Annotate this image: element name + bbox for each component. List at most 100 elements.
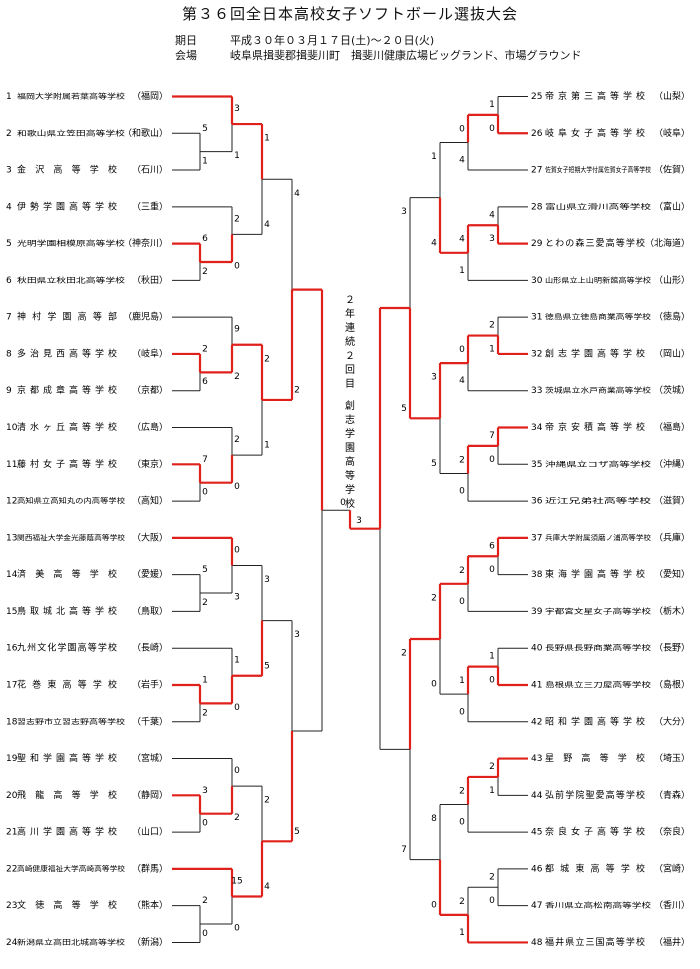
team-prefecture: （兵庫） (654, 531, 690, 543)
champion-note-char: 高 (345, 455, 355, 468)
score-label: 0 (234, 924, 240, 934)
champion-note-char: 続 (345, 335, 355, 348)
team-prefecture: （広島） (132, 421, 168, 433)
team-name: 創志学園高等学校 (545, 347, 645, 359)
champion-note-char: 年 (345, 307, 355, 320)
team-name: 高川学園高等学校 (17, 826, 117, 838)
score-label: 0 (459, 707, 465, 717)
score-label: 6 (489, 541, 495, 551)
score-label: 2 (202, 708, 208, 718)
score-label: 2 (202, 598, 208, 608)
score-label: 0 (489, 675, 495, 685)
team-name: 昭和学園高等学校 (545, 715, 645, 727)
team-prefecture: （長野） (654, 643, 690, 654)
team-prefecture: （山梨） (654, 90, 690, 102)
team-prefecture: （福島） (654, 421, 690, 433)
team-number: 29 (531, 239, 543, 249)
score-label: 7 (401, 845, 407, 855)
team-prefecture: （島根） (654, 678, 690, 690)
team-number: 23 (6, 901, 17, 911)
team-prefecture: （静岡） (132, 789, 168, 801)
score-label: 1 (459, 676, 465, 686)
team-prefecture: （石川） (132, 165, 168, 176)
champion-note-char: 志 (345, 413, 355, 426)
score-label: 3 (264, 575, 270, 585)
score-label: 4 (459, 235, 465, 245)
team-number: 43 (531, 754, 542, 764)
period-value: 平成３０年０３月１７日(土)～２０日(火) (230, 34, 435, 47)
score-label: 0 (459, 818, 465, 828)
team-prefecture: （茨城） (654, 384, 690, 396)
score-label: 4 (264, 220, 270, 230)
score-label: 5 (202, 565, 208, 575)
champion-note-char: 校 (345, 497, 355, 510)
score-label: 0 (459, 597, 465, 607)
team-number: 21 (6, 828, 17, 838)
team-prefecture: （秋田） (132, 274, 168, 286)
team-prefecture: （高知） (132, 495, 168, 507)
team-name: 宇都宮文星女子高等学校 (545, 606, 651, 615)
score-label: 2 (401, 649, 407, 659)
score-label: 4 (489, 210, 495, 220)
team-number: 11 (6, 460, 17, 470)
score-label: 7 (202, 455, 208, 465)
team-prefecture: （岐阜） (654, 127, 690, 139)
team-prefecture: （京都） (132, 384, 168, 396)
team-name: 長野県長野商業高等学校 (545, 643, 651, 652)
score-label: 0 (459, 345, 465, 355)
team-name: 多治見西高等学校 (17, 347, 117, 359)
team-name: 神 村 学 園 高 等 部 (17, 311, 117, 323)
team-prefecture: （埼玉） (654, 752, 690, 764)
team-name: 近江兄弟社高等学校 (545, 496, 651, 505)
team-number: 8 (6, 349, 12, 359)
score-label: 6 (202, 234, 208, 244)
team-number: 27 (531, 166, 542, 176)
score-label: 2 (202, 267, 208, 277)
score-label: 3 (431, 373, 437, 383)
score-label: 4 (459, 376, 465, 386)
team-number: 39 (531, 607, 543, 617)
team-name: 星 野 高 等 学 校 (545, 752, 645, 764)
score-label: 0 (234, 766, 240, 776)
team-name: 弘前学院聖愛高等学校 (545, 789, 645, 801)
team-number: 1 (6, 92, 12, 102)
team-number: 32 (531, 349, 542, 359)
period-label: 期日 (175, 34, 197, 47)
team-number: 18 (6, 717, 18, 727)
venue-value: 岐阜県揖斐郡揖斐川町 揖斐川健康広場ビッグランド、市場グラウンド (230, 49, 582, 62)
champion-note-char: ２ (345, 351, 355, 362)
team-name: 文 徳 高 等 学 校 (17, 899, 117, 911)
score-label: 0 (202, 819, 208, 829)
team-name: 東海学園高等学校 (545, 568, 645, 580)
team-prefecture: （長崎） (132, 642, 168, 654)
champion-note-char: 連 (345, 321, 355, 334)
team-number: 22 (6, 864, 17, 874)
team-name: 高知県立高知丸の内高等学校 (17, 496, 125, 505)
score-label: 1 (459, 928, 465, 938)
team-prefecture: （岡山） (654, 348, 690, 359)
team-name: 鳥取城北高等学校 (17, 605, 117, 617)
team-name: 高崎健康福祉大学高崎高等学校 (17, 864, 125, 873)
score-label: 0 (459, 487, 465, 497)
score-label: 3 (294, 630, 300, 640)
team-name: 福井県立三国高等学校 (545, 936, 645, 948)
team-prefecture: （宮城） (132, 752, 168, 764)
score-label: 5 (431, 459, 437, 469)
team-prefecture: （愛知） (654, 568, 690, 580)
team-prefecture: （香川） (654, 900, 690, 911)
score-label: 0 (234, 262, 240, 272)
team-number: 41 (531, 680, 542, 690)
team-number: 45 (531, 828, 542, 838)
team-name: とわの森三愛高等学校 (545, 237, 645, 249)
score-label: 5 (264, 661, 270, 671)
team-prefecture: （東京） (132, 458, 168, 470)
team-name: 奈良女子高等学校 (545, 826, 645, 838)
team-number: 33 (531, 386, 542, 396)
champion-note-char: 等 (345, 469, 355, 482)
team-number: 10 (6, 423, 18, 433)
team-prefecture: （佐賀） (654, 164, 690, 176)
score-label: 3 (489, 234, 495, 244)
champion-note-char: ２ (345, 295, 355, 306)
team-prefecture: （北海道） (645, 237, 690, 249)
